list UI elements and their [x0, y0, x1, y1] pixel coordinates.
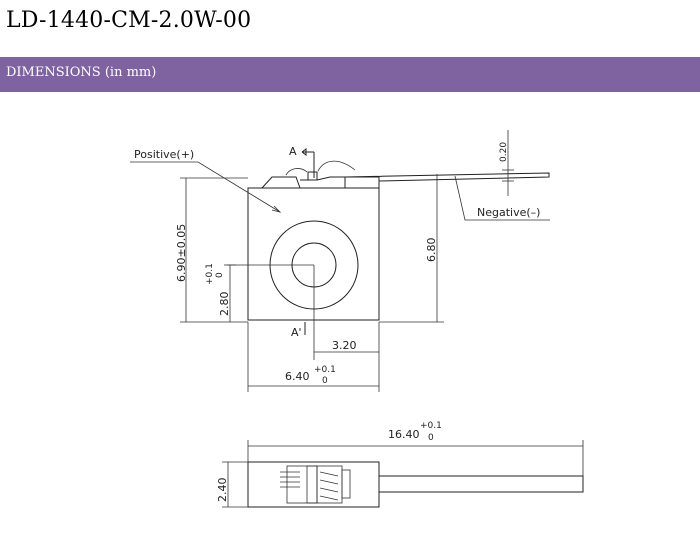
body-outline — [247, 187, 380, 321]
dim-length-tol: +0.1 — [420, 421, 442, 431]
dim-center-height-tol-low: 0 — [215, 272, 225, 278]
leader-arc-2 — [285, 168, 308, 176]
positive-leader — [130, 161, 281, 213]
dim-width-tol-low: 0 — [322, 376, 328, 386]
section-a-label: A — [289, 145, 297, 158]
top-terminal — [307, 171, 318, 181]
dim-center-height-tol: +0.1 — [205, 263, 215, 285]
dim-side-thickness: 2.40 — [216, 478, 229, 503]
dim-center-x: 3.20 — [332, 339, 357, 352]
top-bridge — [300, 176, 346, 188]
side-body — [247, 461, 380, 508]
dim-height-right: 6.80 — [425, 238, 438, 263]
side-lead — [378, 475, 584, 493]
leader-arc — [317, 160, 356, 172]
section-title: DIMENSIONS (in mm) — [6, 65, 157, 80]
dim-length: 16.40 — [388, 428, 420, 441]
top-tab — [261, 176, 301, 189]
dim-length-tol-low: 0 — [428, 433, 434, 443]
dim-width-tol: +0.1 — [314, 365, 336, 375]
negative-leader — [454, 175, 550, 221]
positive-label: Positive(+) — [134, 148, 194, 161]
dim-height-total: 6.90±0.05 — [175, 224, 188, 282]
lead-base — [344, 176, 380, 189]
negative-label: Negative(–) — [477, 206, 540, 219]
dim-width: 6.40 — [285, 370, 310, 383]
page-title: LD-1440-CM-2.0W-00 — [6, 8, 252, 33]
section-header: DIMENSIONS (in mm) — [0, 57, 700, 92]
negative-lead — [344, 172, 550, 182]
dim-center-height: 2.80 — [218, 292, 231, 317]
section-a-prime-label: A' — [291, 326, 302, 339]
dim-thickness: 0.20 — [499, 142, 509, 162]
